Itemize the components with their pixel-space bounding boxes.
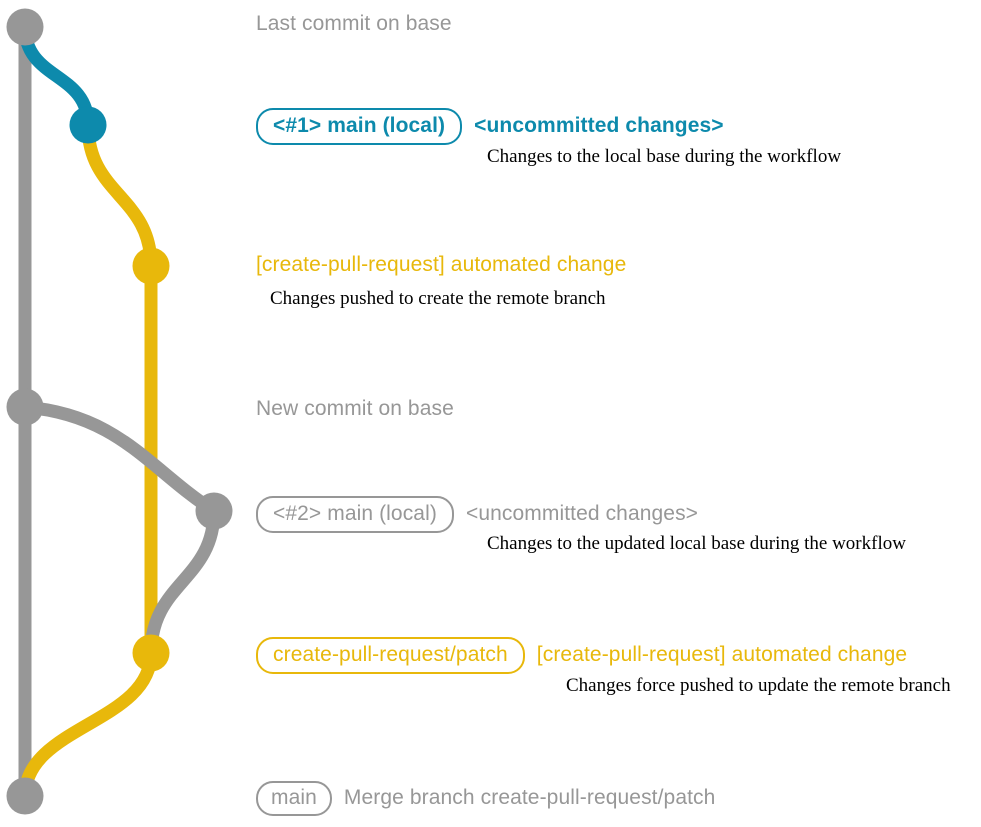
ref-chip-main[interactable]: main bbox=[256, 781, 332, 816]
commit-node-n3[interactable] bbox=[132, 247, 170, 285]
commit-edge-update-to-patch bbox=[144, 504, 221, 660]
commit-node-n1[interactable] bbox=[6, 8, 44, 46]
commit-row-c5: <#2> main (local) <uncommitted changes> bbox=[256, 496, 698, 533]
commit-edge-local-to-patch bbox=[81, 118, 158, 273]
commit-edge-base-to-update bbox=[18, 400, 221, 518]
commit-headline-c2: <uncommitted changes> bbox=[474, 114, 724, 137]
commit-headline-c6: [create-pull-request] automated change bbox=[536, 643, 908, 666]
commit-row-c7: main Merge branch create-pull-request/pa… bbox=[256, 781, 715, 816]
ref-chip-main-local-1[interactable]: <#1> main (local) bbox=[256, 108, 463, 145]
commit-annotation-c2: Changes to the local base during the wor… bbox=[487, 146, 842, 167]
commit-annotation-c3: Changes pushed to create the remote bran… bbox=[270, 288, 606, 309]
ref-chip-create-pull-request-patch[interactable]: create-pull-request/patch bbox=[256, 637, 525, 674]
commit-node-n6[interactable] bbox=[132, 634, 170, 672]
commit-row-c2: <#1> main (local) <uncommitted changes> bbox=[256, 108, 724, 145]
commit-row-c6: create-pull-request/patch [create-pull-r… bbox=[256, 637, 907, 674]
commit-headline-c5: <uncommitted changes> bbox=[465, 502, 699, 525]
commit-node-n5[interactable] bbox=[195, 492, 233, 530]
commit-nodes bbox=[6, 8, 233, 815]
commit-row-c1: Last commit on base bbox=[256, 12, 452, 36]
ref-chip-main-local-2[interactable]: <#2> main (local) bbox=[256, 496, 454, 533]
commit-node-n4[interactable] bbox=[6, 388, 44, 426]
commit-row-c4: New commit on base bbox=[256, 397, 454, 421]
commit-headline-c1: Last commit on base bbox=[256, 12, 452, 35]
commit-node-n7[interactable] bbox=[6, 777, 44, 815]
commit-headline-c4: New commit on base bbox=[256, 397, 454, 420]
commit-annotation-c5: Changes to the updated local base during… bbox=[487, 533, 906, 554]
commit-headline-c3: [create-pull-request] automated change bbox=[256, 253, 627, 276]
commit-node-n2[interactable] bbox=[69, 106, 107, 144]
commit-edge-patch-to-base-merge bbox=[18, 646, 158, 803]
commit-annotation-c6: Changes force pushed to update the remot… bbox=[566, 675, 951, 696]
commit-headline-c7: Merge branch create-pull-request/patch bbox=[343, 786, 716, 809]
commit-row-c3: [create-pull-request] automated change bbox=[256, 253, 626, 277]
